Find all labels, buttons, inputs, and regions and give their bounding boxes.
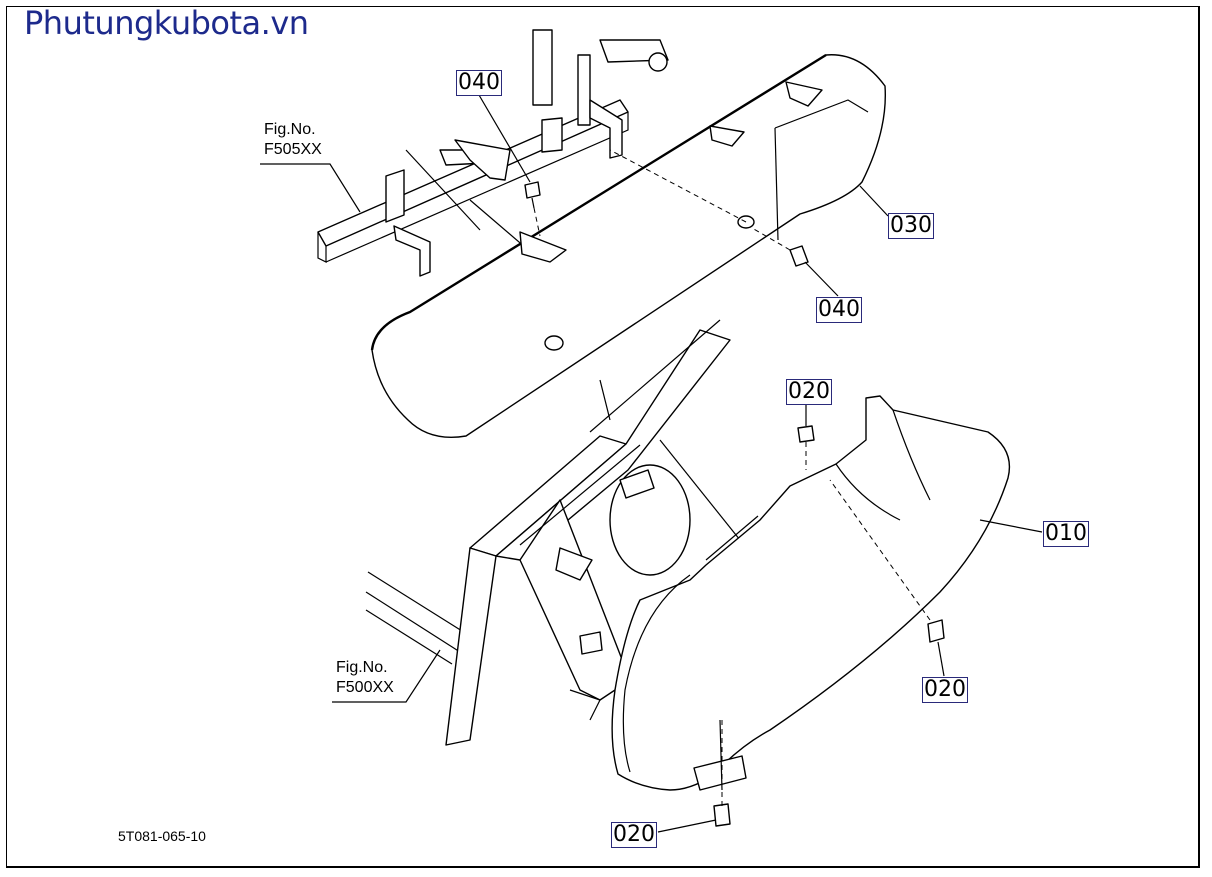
figure-ref-label: Fig.No. — [264, 121, 316, 138]
figure-ref-f500: Fig.No. F500XX — [336, 658, 394, 698]
callout-030: 030 — [888, 213, 934, 239]
bolt-040-right — [751, 227, 809, 267]
figure-ref-number: F500XX — [336, 679, 394, 696]
top-cover-030 — [370, 53, 887, 438]
callout-010: 010 — [1043, 521, 1089, 547]
lower-frame — [365, 319, 741, 746]
callout-040-right: 040 — [816, 297, 862, 323]
bolt-020-right — [829, 479, 945, 643]
site-watermark: Phutungkubota.vn — [24, 4, 309, 42]
drawing-frame — [6, 6, 1200, 868]
callout-020-top: 020 — [786, 379, 832, 405]
figure-ref-f505: Fig.No. F505XX — [264, 120, 322, 160]
fender-010 — [611, 395, 1011, 791]
bolt-020-bottom — [713, 720, 731, 827]
callout-020-bottom: 020 — [611, 822, 657, 848]
upper-frame-bracket — [317, 29, 669, 277]
callout-020-right: 020 — [922, 677, 968, 703]
figure-ref-label: Fig.No. — [336, 659, 388, 676]
leader-lines — [260, 94, 1043, 833]
callout-040-top: 040 — [456, 70, 502, 96]
bolt-040-top — [524, 181, 541, 237]
diagram-code: 5T081-065-10 — [118, 828, 206, 844]
figure-ref-number: F505XX — [264, 141, 322, 158]
bolt-020-top — [797, 425, 815, 470]
